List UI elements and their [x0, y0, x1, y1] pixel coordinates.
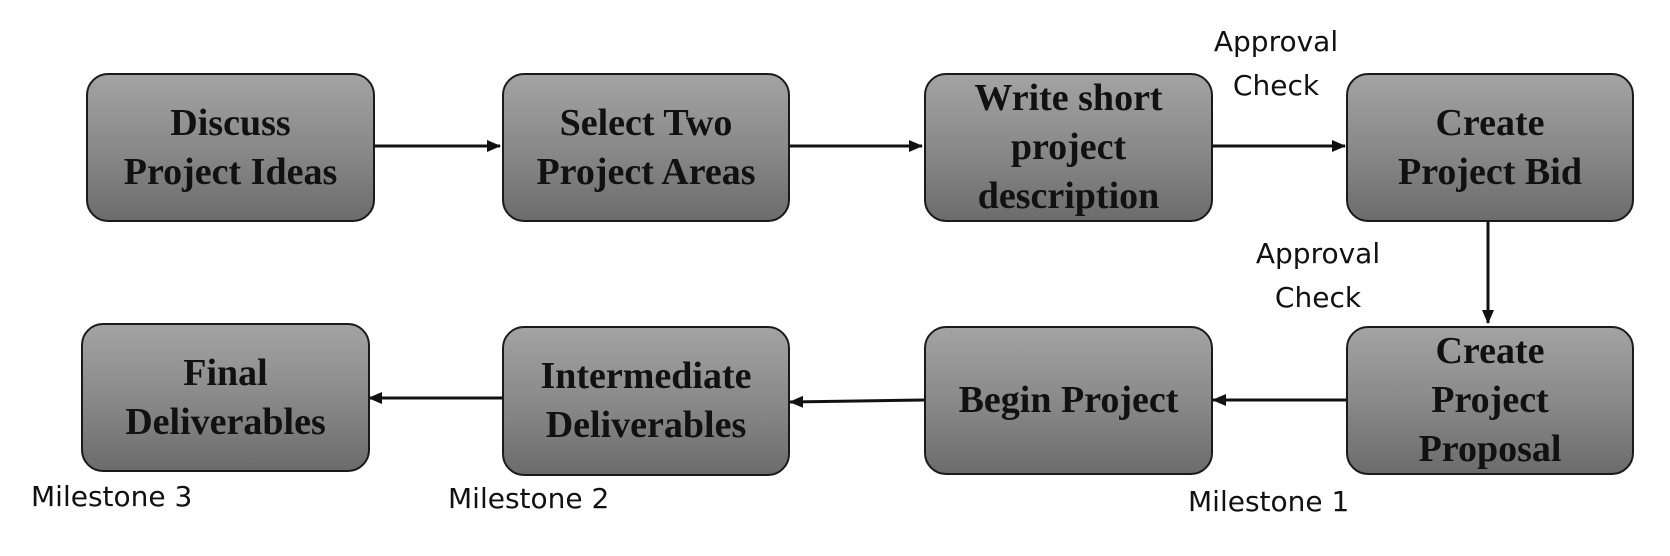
step-write-short-project-description: Write short project description: [924, 73, 1213, 222]
arrow-begin-to-intermediate: [789, 395, 925, 408]
step-label: Write short project description: [974, 77, 1163, 217]
step-label: Create Project Proposal: [1418, 330, 1562, 470]
step-label: Create Project Bid: [1398, 101, 1582, 193]
approval-check-note-right: Approval Check: [1255, 237, 1381, 314]
step-label: Select Two Project Areas: [536, 101, 756, 193]
milestone-2-label: Milestone 2: [448, 482, 610, 515]
step-begin-project: Begin Project: [924, 326, 1213, 475]
step-intermediate-deliverables: Intermediate Deliverables: [502, 326, 790, 476]
step-discuss-project-ideas: Discuss Project Ideas: [86, 73, 375, 222]
step-final-deliverables: Final Deliverables: [81, 323, 370, 472]
step-select-two-project-areas: Select Two Project Areas: [502, 73, 790, 222]
step-create-project-bid: Create Project Bid: [1346, 73, 1634, 222]
milestone-1-label: Milestone 1: [1188, 485, 1350, 518]
step-label: Begin Project: [958, 379, 1179, 421]
step-label: Intermediate Deliverables: [540, 355, 752, 446]
approval-check-note-top: Approval Check: [1213, 25, 1339, 102]
step-label: Final Deliverables: [125, 351, 326, 443]
step-label: Discuss Project Ideas: [123, 101, 338, 193]
step-create-project-proposal: Create Project Proposal: [1346, 326, 1634, 475]
milestone-3-label: Milestone 3: [31, 480, 193, 513]
